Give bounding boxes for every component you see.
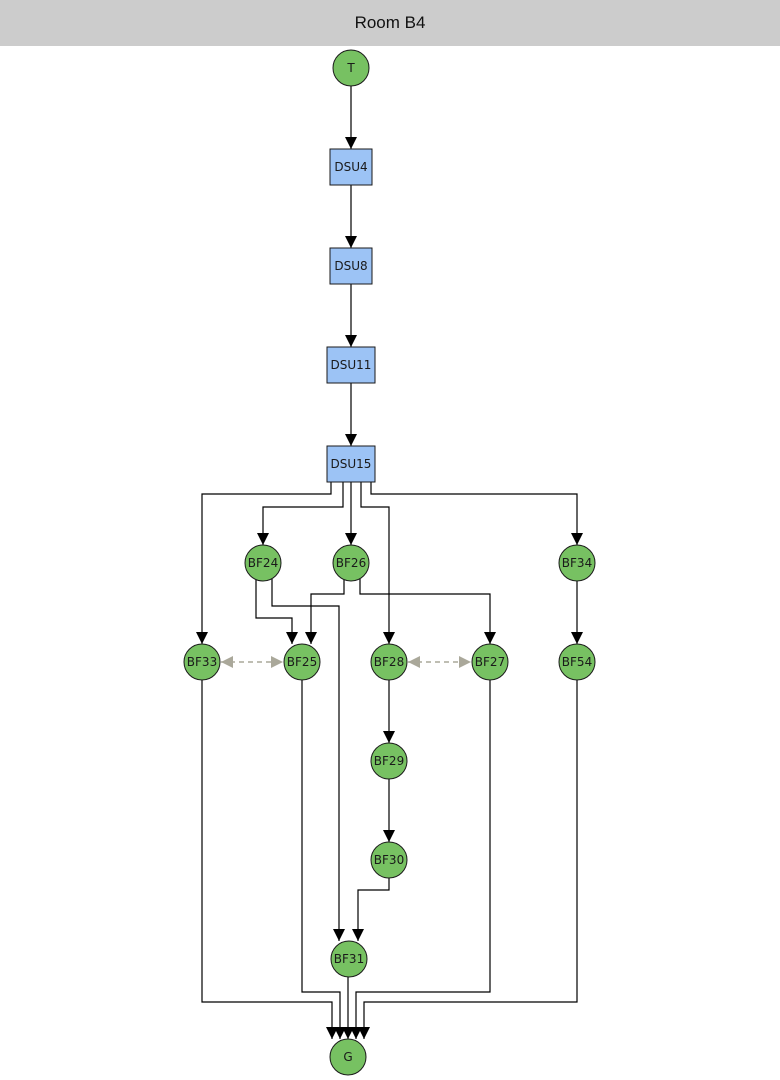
node-bf33: BF33 [183,643,221,681]
node-label: BF29 [374,754,404,768]
node-label: BF34 [562,556,592,570]
edge-bf26-to-bf27 [359,579,496,644]
node-label: BF28 [374,655,404,669]
node-bf26: BF26 [332,544,370,582]
node-label: BF24 [248,556,278,570]
node-bf31: BF31 [330,940,368,978]
node-circle [558,544,596,582]
node-label: G [343,1050,352,1064]
node-circle [370,643,408,681]
node-circle [558,643,596,681]
node-bf34: BF34 [558,544,596,582]
node-label: T [346,61,355,75]
edge-dsu15-to-bf33 [196,482,332,644]
node-box [329,247,373,285]
node-label: DSU11 [331,358,372,372]
node-label: BF31 [334,952,364,966]
node-bf28: BF28 [370,643,408,681]
node-circle [183,643,221,681]
edges-layer [196,86,583,1039]
edge-bf33-to-g [201,680,338,1039]
node-bf24: BF24 [244,544,282,582]
node-label: DSU15 [331,457,372,471]
node-dsu15: DSU15 [326,445,376,483]
node-label: BF54 [562,655,592,669]
edge-dsu15-to-bf24 [257,482,344,545]
node-g: G [329,1038,367,1076]
node-box [326,346,376,384]
node-label: BF25 [287,655,317,669]
node-circle [283,643,321,681]
node-circle [332,544,370,582]
edge-bf24-to-bf31 [271,579,345,941]
node-label: BF26 [336,556,366,570]
node-label: DSU4 [334,160,367,174]
node-circle [330,940,368,978]
diagram-title-bar: Room B4 [0,0,780,46]
node-bf29: BF29 [370,742,408,780]
edge-bf25-to-g [301,680,346,1039]
node-box [326,445,376,483]
node-circle [244,544,282,582]
node-bf27: BF27 [471,643,509,681]
node-box [329,148,373,186]
edge-bf24-to-bf25 [255,580,298,644]
node-dsu8: DSU8 [329,247,373,285]
node-label: BF27 [475,655,505,669]
node-bf25: BF25 [283,643,321,681]
edge-bf54-to-g [358,680,578,1039]
node-label: BF33 [187,655,217,669]
edge-bf30-to-bf31 [352,878,390,941]
node-bf30: BF30 [370,841,408,879]
node-label: BF30 [374,853,404,867]
node-circle [370,742,408,780]
edge-bf26-to-bf25 [305,580,345,644]
edge-bf27-to-g [350,680,491,1039]
node-circle [471,643,509,681]
node-circle [370,841,408,879]
node-label: DSU8 [334,259,367,273]
diagram-title: Room B4 [354,13,426,32]
node-bf54: BF54 [558,643,596,681]
node-dsu11: DSU11 [326,346,376,384]
node-t: T [332,49,370,87]
node-dsu4: DSU4 [329,148,373,186]
edge-dsu15-to-bf28 [360,482,395,644]
edge-dsu15-to-bf34 [370,482,583,545]
node-circle [329,1038,367,1076]
node-circle [332,49,370,87]
